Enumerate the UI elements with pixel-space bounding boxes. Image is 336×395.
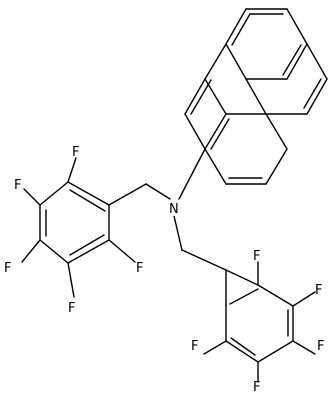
atom-label-fluorine: F xyxy=(72,145,79,160)
atom-label-fluorine: F xyxy=(253,380,260,395)
atom-label-nitrogen: N xyxy=(169,202,179,217)
pyrene-bonds xyxy=(184,8,328,185)
atom-label-fluorine: F xyxy=(136,261,143,276)
atom-label-fluorine: F xyxy=(317,339,324,354)
left-pentafluorophenyl-bonds xyxy=(21,157,136,298)
atom-label-fluorine: F xyxy=(191,339,198,354)
amine-bonds xyxy=(108,148,227,271)
atom-label-fluorine: F xyxy=(68,301,75,316)
atom-label-fluorine: F xyxy=(4,261,11,276)
atom-label-fluorine: F xyxy=(315,283,322,298)
right-pentafluorophenyl-bonds xyxy=(203,261,316,383)
atom-label-fluorine: F xyxy=(253,249,260,264)
atom-label-fluorine: F xyxy=(14,178,21,193)
atom-labels: N F F F F F F F F F F xyxy=(4,145,324,395)
